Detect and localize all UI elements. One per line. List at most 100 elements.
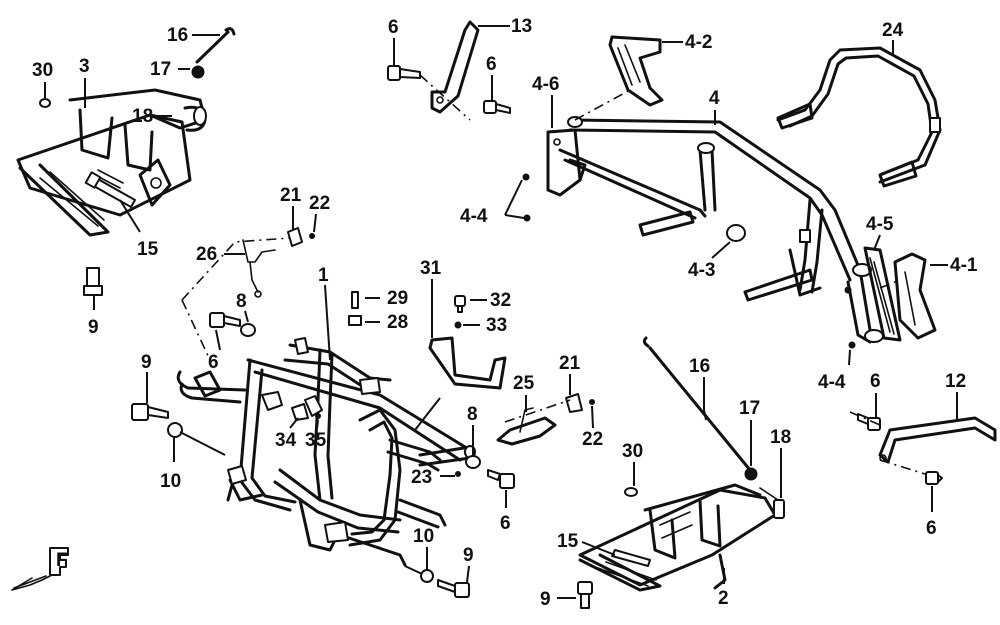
dash-line-4-2 <box>574 89 631 121</box>
callout-18-top-left: 18 <box>132 106 153 127</box>
callout-9-mid-left: 9 <box>141 352 152 373</box>
part-4-2-cover <box>608 35 664 107</box>
callout-17-top-left: 17 <box>150 59 171 80</box>
callout-3: 3 <box>79 56 90 77</box>
callout-4-5: 4-5 <box>866 214 894 235</box>
callout-8-upper: 8 <box>236 291 247 312</box>
callout-6-top-b: 6 <box>486 54 497 75</box>
callout-4-1: 4-1 <box>950 255 978 276</box>
callout-17-lower: 17 <box>739 398 760 419</box>
callout-4-2: 4-2 <box>685 32 712 53</box>
dash-line-26 <box>181 237 291 301</box>
callout-1: 1 <box>318 265 329 286</box>
callout-33: 33 <box>486 315 507 336</box>
part-15-bolt-left <box>84 171 136 208</box>
callout-28: 28 <box>387 312 408 333</box>
part-16-rod-left <box>195 27 236 64</box>
part-4-4-screw-b <box>523 214 531 222</box>
callout-22-lower: 22 <box>582 429 603 450</box>
callout-9-upper-left: 9 <box>88 317 99 338</box>
callout-30-lower: 30 <box>622 441 643 462</box>
front-direction-arrow-icon <box>11 547 69 591</box>
callout-16-top-left: 16 <box>167 25 188 46</box>
callout-8-center: 8 <box>467 404 478 425</box>
part-30-washer-left <box>39 98 51 108</box>
callout-6-top-a: 6 <box>388 17 399 38</box>
part-6-bolt-top-a <box>387 65 421 81</box>
part-31-bracket <box>428 336 507 390</box>
part-26-wire-bracket <box>242 239 276 298</box>
part-4-rear-frame <box>546 116 884 344</box>
part-4-4-screw-a <box>522 173 530 181</box>
part-6-bolt-center-left <box>209 312 241 328</box>
callout-35: 35 <box>305 430 327 451</box>
part-33-nut <box>454 321 462 329</box>
part-23-screw <box>455 471 461 477</box>
part-8-washer-upper <box>240 323 256 337</box>
part-29-pin <box>351 291 359 309</box>
callout-22-upper: 22 <box>309 193 330 214</box>
callout-32: 32 <box>490 290 511 311</box>
callout-4-6: 4-6 <box>532 74 559 95</box>
part-9-bolt-mid-left <box>131 403 169 421</box>
callout-10-left: 10 <box>160 471 181 492</box>
part-21-clip-upper <box>287 227 303 247</box>
callout-29: 29 <box>387 288 408 309</box>
part-2-rear-bracket <box>578 483 777 592</box>
callout-15-left: 15 <box>137 239 159 260</box>
part-8-washer-center <box>465 455 481 469</box>
dash-line-21 <box>504 399 571 423</box>
part-3-front-bracket <box>16 88 207 237</box>
callout-6-right-b: 6 <box>926 518 937 539</box>
part-17-nut-lower <box>744 467 758 481</box>
part-4-3-cap <box>726 224 746 242</box>
callout-10-lower: 10 <box>413 526 434 547</box>
callout-16-lower: 16 <box>689 356 710 377</box>
part-32-bolt <box>454 295 466 313</box>
callout-9-lower-center: 9 <box>463 545 474 566</box>
callout-21-upper: 21 <box>280 185 302 206</box>
part-34-clip <box>291 403 309 421</box>
part-16-rod-lower <box>642 336 752 472</box>
part-1-main-chassis <box>176 337 476 567</box>
callout-25: 25 <box>513 373 535 394</box>
part-4-4-screw-d <box>848 341 856 349</box>
callout-labels: 30 3 16 17 18 15 9 6 13 6 4-2 4-6 4 4-4 … <box>32 16 978 610</box>
part-9-bolt-upper-left <box>83 267 103 296</box>
callout-23: 23 <box>411 467 432 488</box>
part-24-carrier-rail <box>776 46 942 188</box>
callout-21-lower: 21 <box>559 353 581 374</box>
part-10-washer-lower <box>420 569 434 583</box>
part-21-clip-lower <box>565 393 583 413</box>
part-6-bolt-right-b <box>925 471 943 485</box>
part-22-screw-lower <box>589 399 595 405</box>
part-9-bolt-lower-center <box>437 579 470 598</box>
part-13-bracket <box>430 20 480 114</box>
part-28-spacer <box>348 315 362 326</box>
callout-6-center-left: 6 <box>208 352 219 373</box>
dash-line-4-1 <box>879 279 901 289</box>
callout-4-3: 4-3 <box>688 260 715 281</box>
callout-4-4-right: 4-4 <box>818 372 846 393</box>
part-18-bolt-lower <box>759 487 785 519</box>
callout-34: 34 <box>275 430 297 451</box>
dash-line-12 <box>849 411 926 475</box>
part-17-nut-left <box>191 65 205 79</box>
part-10-washer-left <box>167 422 183 438</box>
part-9-bolt-lower <box>577 581 593 609</box>
leader-10-lower <box>404 565 423 575</box>
callout-2: 2 <box>718 588 729 609</box>
leader-10-frame <box>179 431 226 456</box>
part-25-bracket <box>496 407 557 446</box>
part-22-screw-upper <box>309 233 315 239</box>
callout-24: 24 <box>882 20 904 41</box>
callout-4: 4 <box>709 88 720 109</box>
callout-9-lower: 9 <box>540 589 551 610</box>
dash-line-6-left <box>181 299 211 361</box>
part-30-washer-lower <box>624 487 638 497</box>
callout-31: 31 <box>420 258 442 279</box>
callout-26: 26 <box>196 244 217 265</box>
callout-15-lower: 15 <box>557 531 579 552</box>
front-marker-letter: F <box>56 550 68 571</box>
